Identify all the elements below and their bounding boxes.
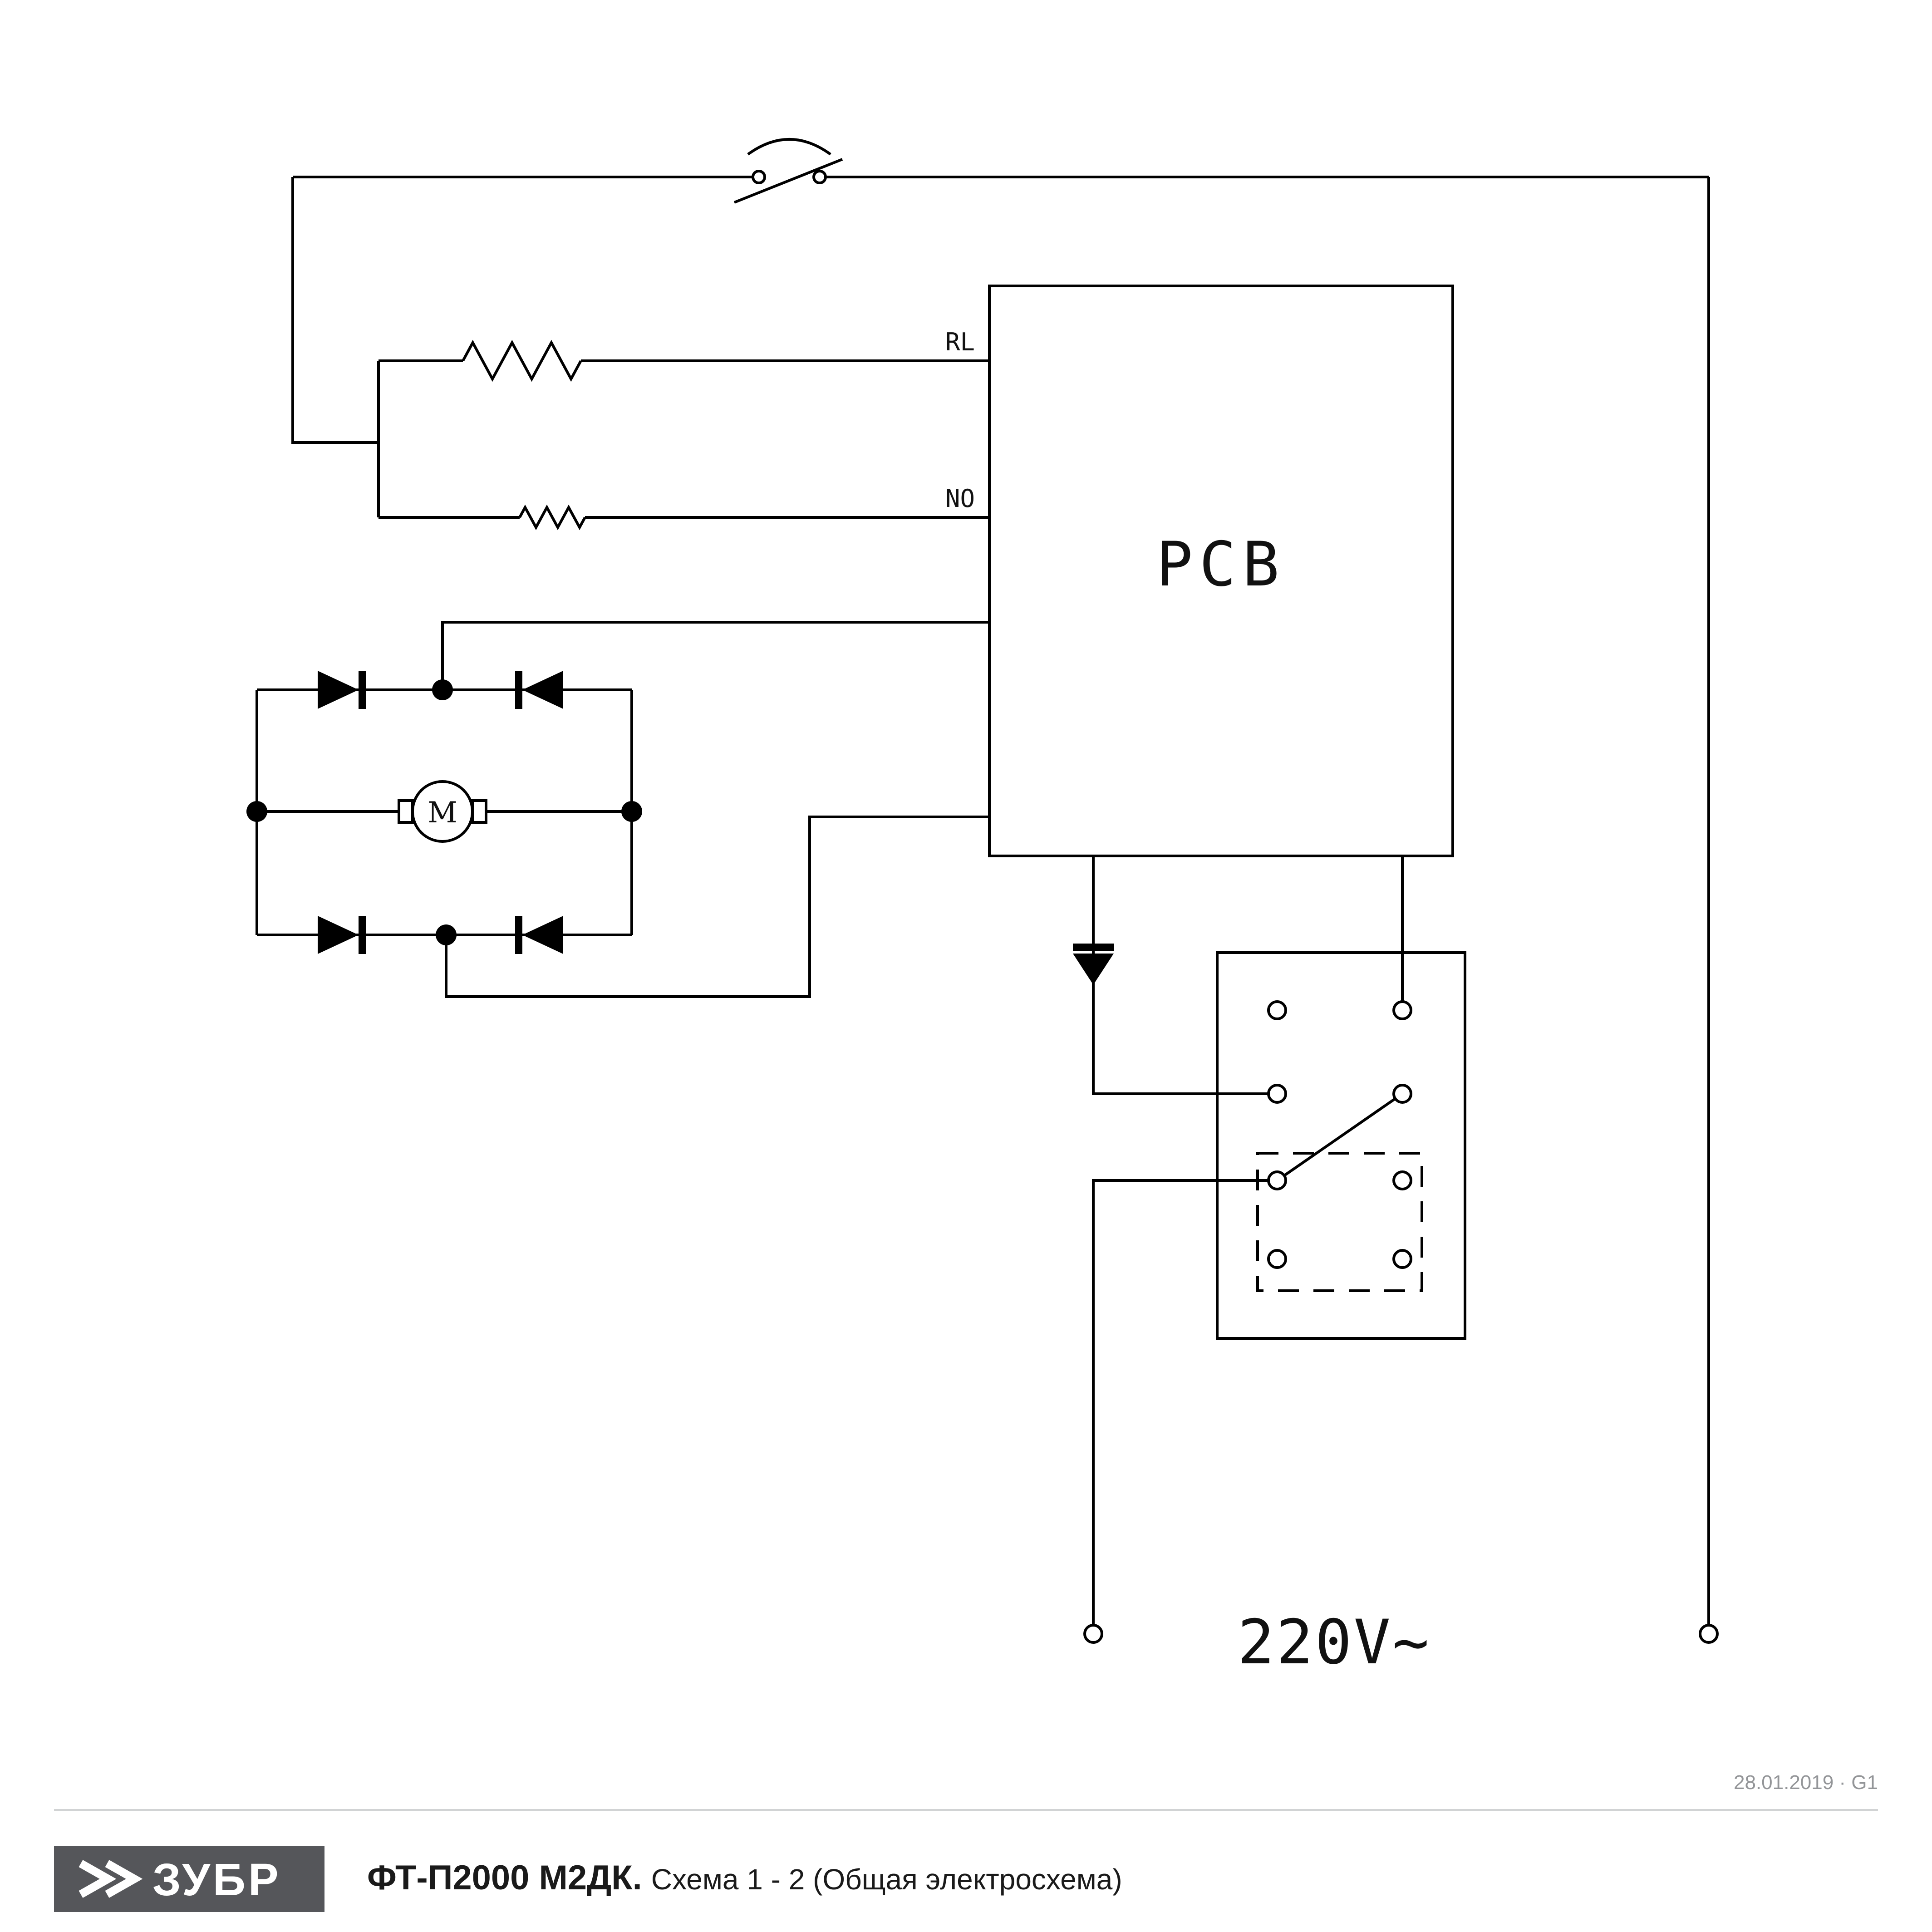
motor-label: M: [428, 796, 457, 830]
power-switch-circuit: [291, 138, 1710, 1625]
relay-outline: [1216, 951, 1466, 1340]
supply-terminals: 220V~: [1083, 1607, 1719, 1678]
pcb-outline: [988, 285, 1454, 857]
relay-terminal: [1267, 1000, 1287, 1020]
resistor-lines: RL NO: [377, 328, 989, 531]
diode-bridge-motor: M: [246, 621, 989, 998]
logo-background: [54, 1846, 324, 1912]
bridge-top-to-pcb-wire: [441, 621, 989, 690]
relay-contact-group-outline: [1256, 1152, 1423, 1292]
diode-icon: [515, 671, 563, 709]
double-chevron-icon: [79, 1860, 143, 1898]
drawing-title-subtitle: Схема 1 - 2 (Общая электросхема): [651, 1863, 1122, 1896]
motor: M: [257, 780, 632, 843]
motor-brush-right: [471, 799, 487, 824]
relay-terminal: [1392, 1084, 1412, 1104]
junction-dot: [246, 801, 267, 822]
zubr-logo: ЗУБР: [54, 1846, 324, 1912]
supply-voltage-label: 220V~: [1238, 1607, 1431, 1678]
switch-terminal-left: [752, 170, 766, 184]
pcb-block: PCB: [988, 285, 1454, 857]
relay-terminal: [1392, 1170, 1412, 1190]
drawing-title-model: ФТ-П2000 М2ДК.: [367, 1858, 642, 1897]
pcb-label: PCB: [1156, 529, 1286, 600]
resistor-no-icon: [518, 504, 586, 531]
left-feed-wire: [291, 177, 379, 444]
motor-body: [411, 780, 474, 843]
pcb-to-relay-coil-wire: [1092, 856, 1268, 1095]
bridge-bottom-to-pcb-wire: [445, 816, 989, 998]
supply-terminal-right: [1699, 1624, 1719, 1644]
switch-blade: [733, 158, 843, 204]
relay-terminal: [1392, 1249, 1412, 1269]
drawing-title: ФТ-П2000 М2ДК. Схема 1 - 2 (Общая электро…: [367, 1858, 1122, 1897]
rl-label: RL: [945, 328, 975, 356]
supply-terminal-left: [1083, 1624, 1103, 1644]
supply-to-common-wire: [1092, 1179, 1268, 1625]
resistor-rl-icon: [462, 339, 582, 382]
diode-icon: [318, 916, 366, 954]
relay-contact-blade: [1283, 1097, 1396, 1177]
motor-brush-left: [398, 799, 414, 824]
no-label: NO: [945, 484, 975, 513]
diode-icon: [515, 916, 563, 954]
junction-dot: [621, 801, 642, 822]
relay-terminal: [1267, 1249, 1287, 1269]
relay-terminal: [1267, 1170, 1287, 1190]
relay-terminal: [1392, 1000, 1412, 1020]
flyback-diode-icon: [1073, 944, 1114, 985]
switch-icon: [733, 138, 843, 204]
footer: ЗУБР ФТ-П2000 М2ДК. Схема 1 - 2 (Общая эл…: [54, 1809, 1878, 1912]
switch-arc: [747, 138, 831, 156]
diode-icon: [318, 671, 366, 709]
relay-circuit: [1073, 856, 1466, 1625]
switch-terminal-right: [812, 170, 827, 184]
revision-date: 28.01.2019 · G1: [1734, 1771, 1878, 1794]
relay-terminal: [1267, 1084, 1287, 1104]
logo-text: ЗУБР: [152, 1854, 281, 1905]
